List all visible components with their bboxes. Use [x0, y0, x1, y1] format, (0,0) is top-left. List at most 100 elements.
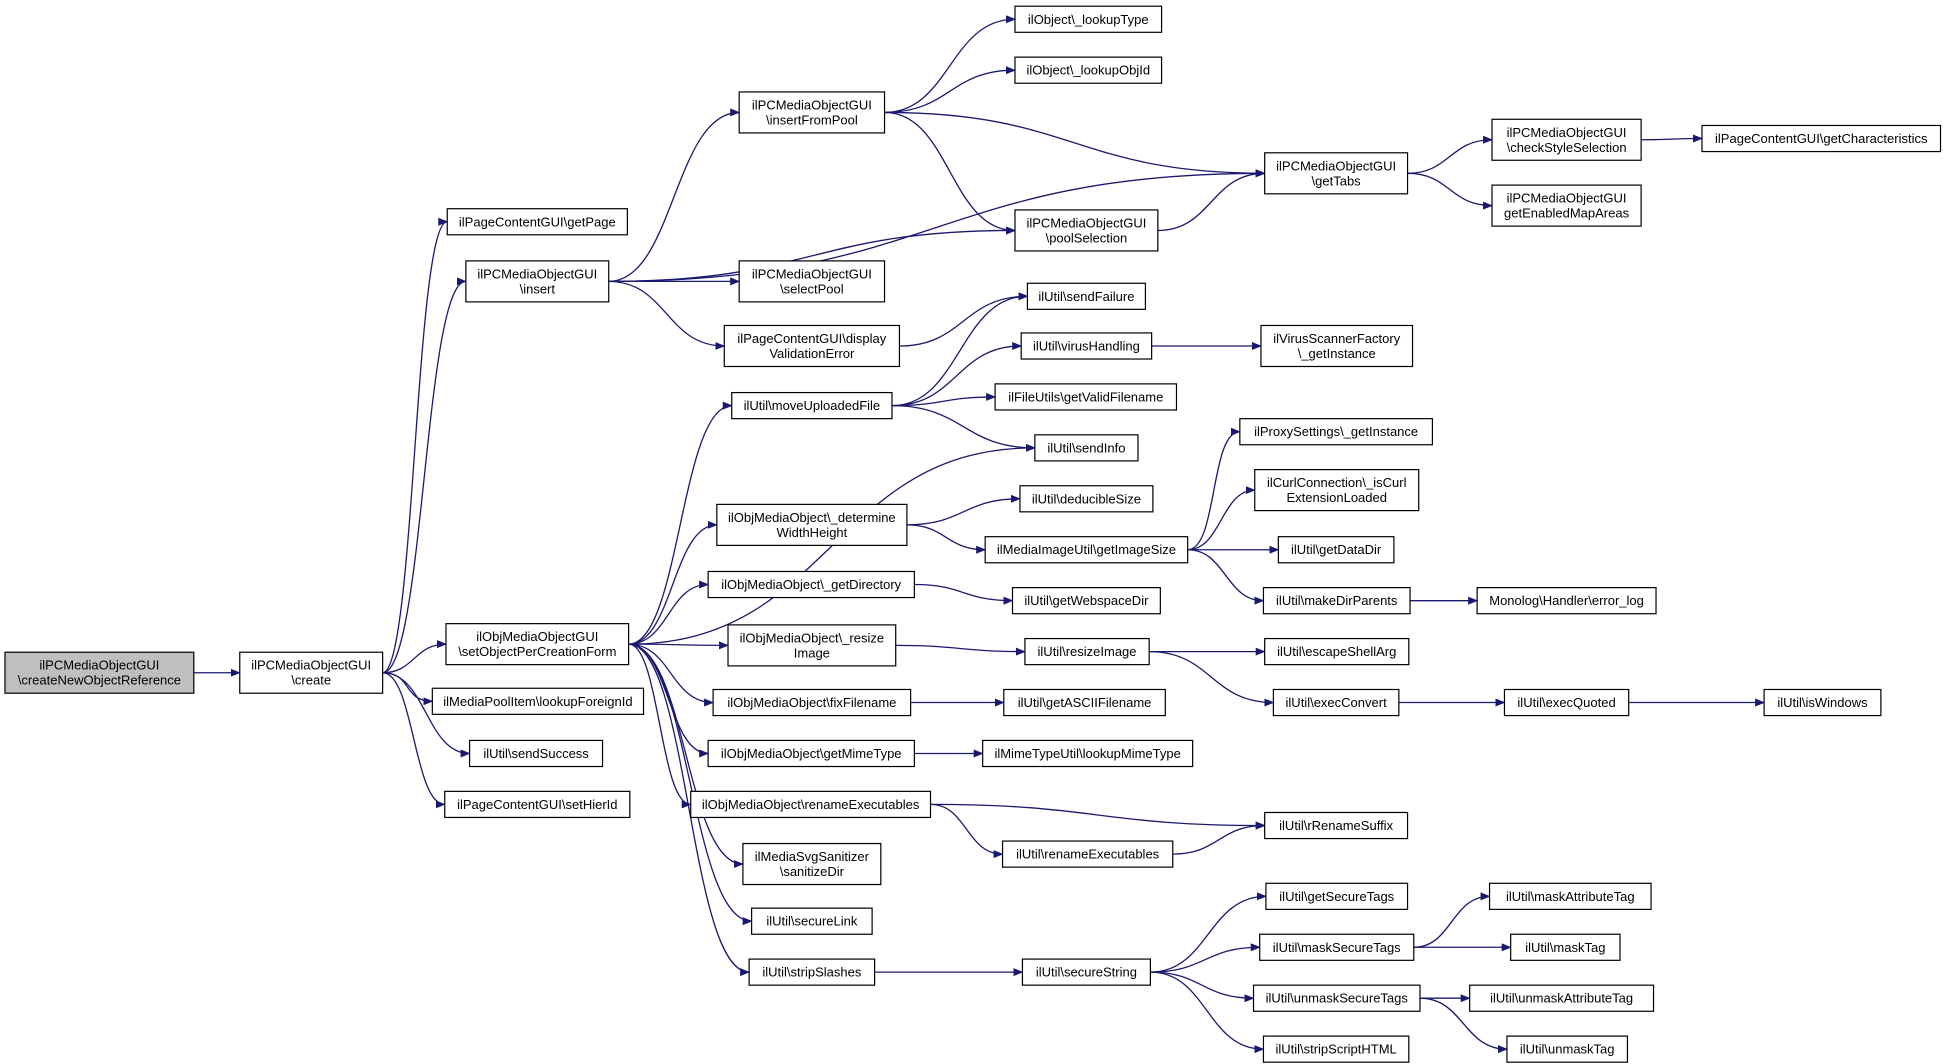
edge-setObjectPerCreationForm-to-fixFilename: [628, 643, 715, 707]
node-label: ilUtil\maskSecureTags: [1273, 940, 1401, 955]
node-renameExecutables_util[interactable]: ilUtil\renameExecutables: [1001, 840, 1174, 868]
node-box: [1014, 209, 1159, 252]
node-stripScriptHTML[interactable]: ilUtil\stripScriptHTML: [1262, 1035, 1410, 1063]
node-lookupForeignId[interactable]: ilMediaPoolItem\lookupForeignId: [431, 687, 645, 715]
node-label: ilUtil\virusHandling: [1033, 338, 1140, 353]
node-box: [446, 208, 628, 236]
node-resizeImage_obj[interactable]: ilObjMediaObject\_resizeImage: [727, 624, 897, 667]
node-label: ilPCMediaObjectGUI: [752, 97, 872, 112]
node-getDirectory[interactable]: ilObjMediaObject\_getDirectory: [707, 570, 915, 599]
node-execConvert[interactable]: ilUtil\execConvert: [1272, 688, 1400, 717]
node-label: ilPCMediaObjectGUI: [752, 266, 872, 281]
node-getValidFilename[interactable]: ilFileUtils\getValidFilename: [994, 383, 1178, 411]
node-stripSlashes[interactable]: ilUtil\stripSlashes: [748, 958, 876, 986]
node-proxyGetInstance[interactable]: ilProxySettings\_getInstance: [1239, 418, 1434, 446]
node-makeDirParents[interactable]: ilUtil\makeDirParents: [1262, 587, 1411, 615]
node-label: ilObjMediaObject\renameExecutables: [702, 797, 920, 812]
node-lookupMimeType[interactable]: ilMimeTypeUtil\lookupMimeType: [982, 739, 1194, 768]
edge-create-to-insert: [382, 277, 467, 674]
node-getTabs[interactable]: ilPCMediaObjectGUI\getTabs: [1264, 152, 1409, 195]
edge-create-to-setHierId: [382, 672, 446, 809]
node-checkStyleSelection[interactable]: ilPCMediaObjectGUI\checkStyleSelection: [1491, 118, 1642, 161]
node-sanitizeDir[interactable]: ilMediaSvgSanitizer\sanitizeDir: [742, 842, 882, 886]
node-sendSuccess[interactable]: ilUtil\sendSuccess: [468, 739, 604, 768]
node-getImageSize[interactable]: ilMediaImageUtil\getImageSize: [984, 536, 1189, 564]
node-maskSecureTags[interactable]: ilUtil\maskSecureTags: [1259, 933, 1415, 961]
node-label: \checkStyleSelection: [1507, 140, 1627, 155]
node-secureLink[interactable]: ilUtil\secureLink: [751, 907, 873, 935]
node-box: [1260, 324, 1414, 368]
node-virusScannerGetInstance[interactable]: ilVirusScannerFactory\_getInstance: [1260, 324, 1414, 368]
node-lookupType[interactable]: ilObject\_lookupType: [1014, 5, 1163, 33]
edge-insert-to-insertFromPool: [608, 108, 741, 283]
node-create[interactable]: ilPCMediaObjectGUI\create: [239, 651, 384, 694]
node-rRenameSuffix[interactable]: ilUtil\rRenameSuffix: [1264, 811, 1409, 840]
node-setHierId[interactable]: ilPageContentGUI\setHierId: [444, 790, 631, 819]
node-lookupObjId[interactable]: ilObject\_lookupObjId: [1014, 56, 1163, 84]
node-label: ilUtil\getASCIIFilename: [1018, 695, 1152, 710]
node-virusHandling[interactable]: ilUtil\virusHandling: [1020, 332, 1153, 360]
node-root[interactable]: ilPCMediaObjectGUI\createNewObjectRefere…: [4, 651, 195, 694]
node-unmaskAttributeTag[interactable]: ilUtil\unmaskAttributeTag: [1469, 984, 1655, 1012]
node-isWindows[interactable]: ilUtil\isWindows: [1763, 688, 1882, 717]
node-label: ilPCMediaObjectGUI: [477, 266, 597, 281]
node-label: ExtensionLoaded: [1287, 490, 1387, 505]
edge-renameExecutables_util-to-rRenameSuffix: [1172, 821, 1266, 855]
node-renameExecutables_obj[interactable]: ilObjMediaObject\renameExecutables: [690, 790, 932, 819]
edge-setObjectPerCreationForm-to-renameExecutables_obj: [628, 643, 692, 809]
node-box: [748, 958, 876, 986]
node-insert[interactable]: ilPCMediaObjectGUI\insert: [465, 260, 610, 303]
node-box: [444, 790, 631, 819]
node-setObjectPerCreationForm[interactable]: ilObjMediaObjectGUI\setObjectPerCreation…: [445, 623, 630, 666]
node-sendInfo[interactable]: ilUtil\sendInfo: [1034, 434, 1139, 462]
node-poolSelection[interactable]: ilPCMediaObjectGUI\poolSelection: [1014, 209, 1159, 252]
node-label: ilUtil\isWindows: [1777, 695, 1868, 710]
node-label: ilUtil\resizeImage: [1038, 644, 1137, 659]
edge-displayValidationError-to-sendFailure: [899, 292, 1029, 347]
node-insertFromPool[interactable]: ilPCMediaObjectGUI\insertFromPool: [738, 91, 886, 134]
edge-checkStyleSelection-to-getCharacteristics: [1641, 134, 1703, 143]
node-label: ilUtil\unmaskAttributeTag: [1490, 991, 1633, 1006]
node-label: \create: [291, 673, 331, 688]
node-selectPool[interactable]: ilPCMediaObjectGUI\selectPool: [738, 260, 886, 303]
node-maskTag[interactable]: ilUtil\maskTag: [1510, 933, 1621, 961]
node-box: [1491, 118, 1642, 161]
node-secureString[interactable]: ilUtil\secureString: [1021, 958, 1151, 986]
node-maskAttributeTag[interactable]: ilUtil\maskAttributeTag: [1488, 882, 1652, 910]
node-getDataDir[interactable]: ilUtil\getDataDir: [1277, 536, 1395, 564]
node-getASCIIFilename[interactable]: ilUtil\getASCIIFilename: [1003, 688, 1166, 717]
node-label: ilUtil\secureString: [1036, 965, 1137, 980]
node-errorLog[interactable]: Monolog\Handler\error_log: [1476, 587, 1657, 615]
node-label: ilPageContentGUI\getCharacteristics: [1715, 131, 1928, 146]
node-getCharacteristics[interactable]: ilPageContentGUI\getCharacteristics: [1701, 124, 1942, 153]
node-getPage[interactable]: ilPageContentGUI\getPage: [446, 208, 628, 236]
node-label: ilPCMediaObjectGUI: [1507, 125, 1627, 140]
node-label: ilCurlConnection\_isCurl: [1267, 475, 1407, 490]
edge-setObjectPerCreationForm-to-secureLink: [628, 643, 753, 926]
node-unmaskSecureTags[interactable]: ilUtil\unmaskSecureTags: [1252, 984, 1421, 1012]
node-execQuoted[interactable]: ilUtil\execQuoted: [1503, 688, 1630, 717]
node-escapeShellArg[interactable]: ilUtil\escapeShellArg: [1264, 637, 1410, 666]
node-label: ilPageContentGUI\setHierId: [457, 797, 617, 812]
node-label: ilUtil\moveUploadedFile: [744, 398, 881, 413]
edge-getImageSize-to-proxyGetInstance: [1187, 427, 1241, 551]
node-sendFailure[interactable]: ilUtil\sendFailure: [1026, 282, 1147, 310]
node-deducibleSize[interactable]: ilUtil\deducibleSize: [1019, 485, 1154, 513]
node-getSecureTags[interactable]: ilUtil\getSecureTags: [1265, 882, 1409, 910]
edge-moveUploadedFile-to-getValidFilename: [891, 392, 997, 407]
node-fixFilename[interactable]: ilObjMediaObject\fixFilename: [712, 688, 912, 717]
node-getMimeType[interactable]: ilObjMediaObject\getMimeType: [707, 739, 915, 768]
node-unmaskTag[interactable]: ilUtil\unmaskTag: [1506, 1035, 1629, 1063]
node-moveUploadedFile[interactable]: ilUtil\moveUploadedFile: [731, 391, 893, 420]
node-getWebspaceDir[interactable]: ilUtil\getWebspaceDir: [1011, 587, 1161, 615]
node-resizeImage_util[interactable]: ilUtil\resizeImage: [1024, 637, 1150, 666]
node-label: ilObjMediaObject\fixFilename: [727, 695, 896, 710]
node-label: ilUtil\deducibleSize: [1032, 491, 1141, 506]
edge-secureString-to-maskSecureTags: [1150, 943, 1261, 973]
node-box: [4, 651, 195, 694]
